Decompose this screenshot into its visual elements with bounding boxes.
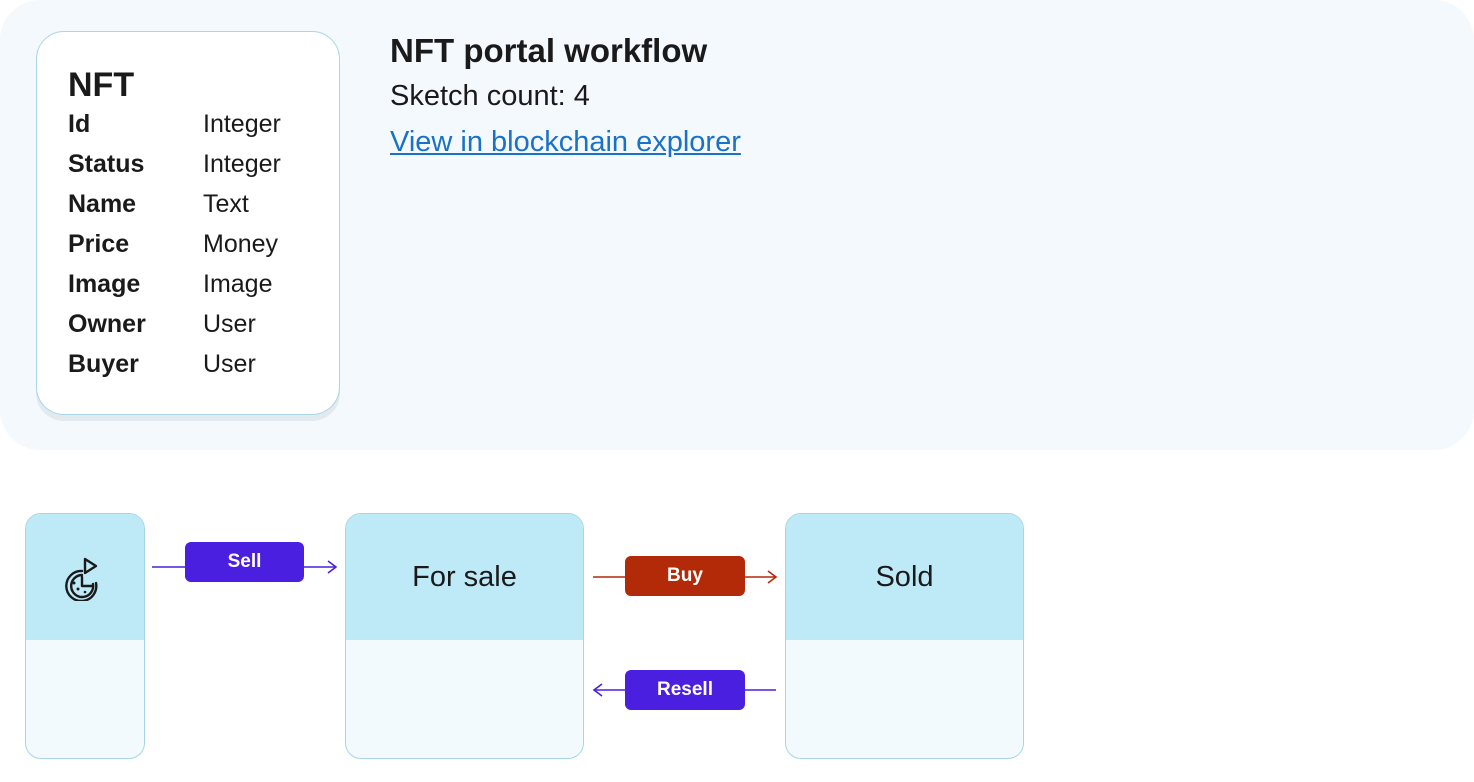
buy-action-button[interactable]: Buy [625, 556, 745, 596]
field-type: Integer [203, 150, 281, 178]
field-type: User [203, 350, 256, 378]
state-for-sale[interactable]: For sale [345, 513, 584, 759]
field-type: Image [203, 270, 273, 298]
field-name: Name [68, 190, 137, 218]
entity-title: NFT [68, 66, 135, 104]
state-sold-label: Sold [875, 560, 934, 593]
field-type: Money [203, 230, 279, 258]
field-name: Buyer [68, 350, 139, 378]
state-for-sale-label: For sale [412, 560, 517, 593]
field-row: Owner User [68, 310, 328, 350]
field-row: Id Integer [68, 110, 328, 150]
field-row: Buyer User [68, 350, 328, 390]
field-type: Integer [203, 110, 281, 138]
field-row: Name Text [68, 190, 328, 230]
field-type: User [203, 310, 256, 338]
state-for-sale-header: For sale [346, 514, 583, 640]
field-name: Price [68, 230, 130, 258]
entity-card: NFT Id Integer Status Integer Name Text … [36, 31, 340, 415]
field-name: Status [68, 150, 145, 178]
blockchain-explorer-link[interactable]: View in blockchain explorer [390, 126, 741, 158]
state-sold-header: Sold [786, 514, 1023, 640]
field-row: Price Money [68, 230, 328, 270]
field-name: Owner [68, 310, 146, 338]
state-start[interactable] [25, 513, 145, 759]
field-name: Image [68, 270, 141, 298]
state-start-header [26, 514, 144, 640]
field-row: Image Image [68, 270, 328, 310]
field-name: Id [68, 110, 91, 138]
field-type: Text [203, 190, 249, 218]
start-pie-icon [60, 553, 104, 603]
workflow-title: NFT portal workflow [390, 32, 708, 69]
resell-action-button[interactable]: Resell [625, 670, 745, 710]
state-sold[interactable]: Sold [785, 513, 1024, 759]
sketch-count: Sketch count: 4 [390, 80, 590, 112]
sell-action-button[interactable]: Sell [185, 542, 304, 582]
field-row: Status Integer [68, 150, 328, 190]
